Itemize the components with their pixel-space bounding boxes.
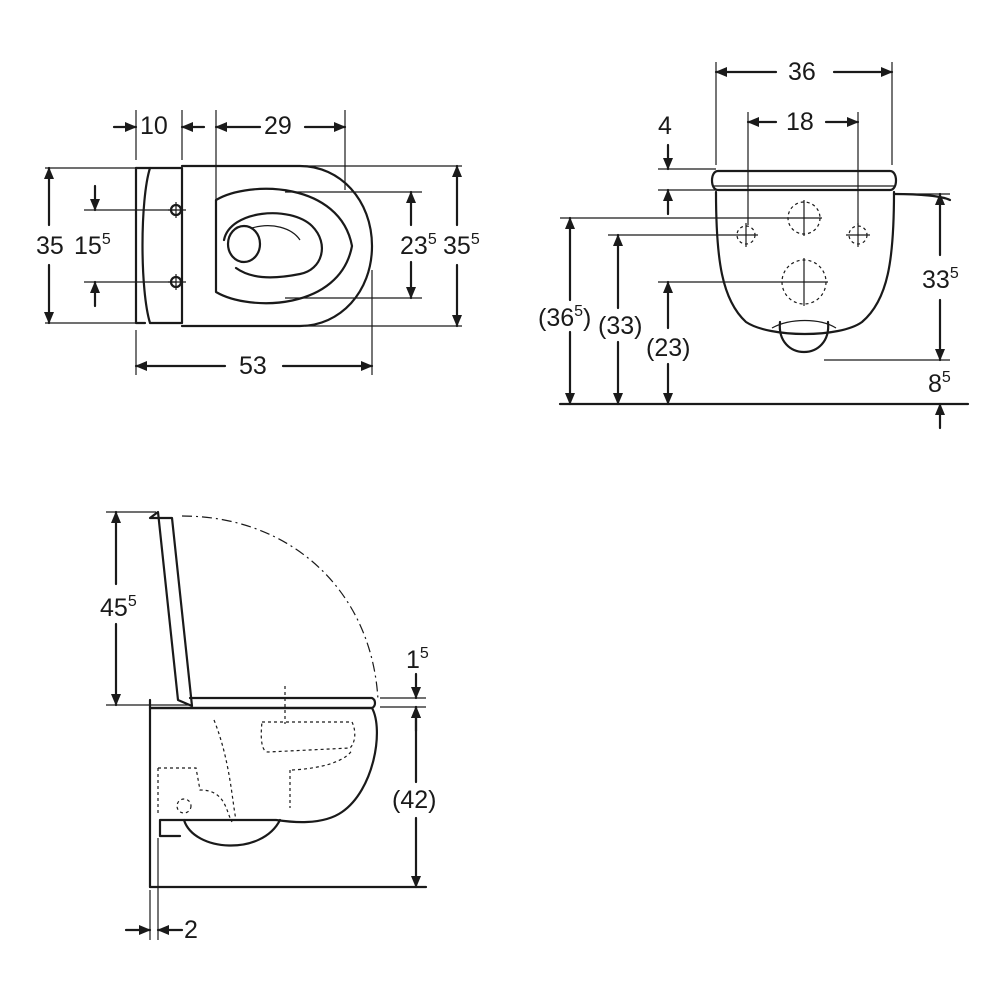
label-dim-35: 35: [36, 232, 64, 260]
label-dim-23-5: 235: [400, 231, 437, 260]
front-drain-circle: [780, 258, 828, 306]
top-view: 10 29 35 155 235 355 53: [36, 110, 480, 380]
front-view: 36 18 4 335 85 (365) (33) (23): [538, 58, 970, 430]
label-dim-33-5: 335: [922, 265, 959, 294]
label-dim-36: 36: [788, 58, 816, 86]
label-dim-42: (42): [392, 786, 436, 814]
side-view: 455 15 (42) 2: [100, 510, 436, 944]
side-open-lid: [148, 510, 194, 708]
top-wall-plate: [134, 166, 147, 325]
top-bowl-opening: [222, 212, 323, 279]
front-seat-lid: [710, 169, 898, 192]
label-dim-8-5: 85: [928, 369, 951, 398]
label-dim-4: 4: [658, 112, 672, 140]
label-dim-35-5: 355: [443, 231, 480, 260]
side-outlet: [182, 818, 282, 847]
side-hidden-rim: [260, 721, 356, 753]
label-dim-15-5: 155: [74, 231, 111, 260]
side-bowl-body: [148, 706, 378, 838]
side-hidden-trap: [157, 719, 237, 823]
front-bolt-right: [846, 223, 870, 247]
label-dim-10: 10: [140, 112, 168, 140]
label-dim-33: (33): [598, 312, 642, 340]
label-dim-23: (23): [646, 334, 690, 362]
label-dim-45-5: 455: [100, 593, 137, 622]
top-seat-back: [141, 166, 184, 325]
front-inlet-circle: [786, 200, 822, 236]
front-bolt-left: [734, 223, 758, 247]
top-seat-rim: [214, 187, 354, 305]
front-bowl-body: [714, 190, 896, 336]
label-dim-1-5: 15: [406, 645, 429, 674]
label-dim-36-5: (365): [538, 303, 591, 332]
label-dim-18: 18: [786, 108, 814, 136]
label-dim-29: 29: [264, 112, 292, 140]
side-lid-swing-arc: [181, 515, 379, 701]
label-dim-2: 2: [184, 916, 198, 944]
label-dim-53: 53: [239, 352, 267, 380]
top-bowl-outline: [180, 164, 374, 328]
front-outlet: [778, 320, 830, 354]
top-drain-hole: [226, 224, 262, 264]
